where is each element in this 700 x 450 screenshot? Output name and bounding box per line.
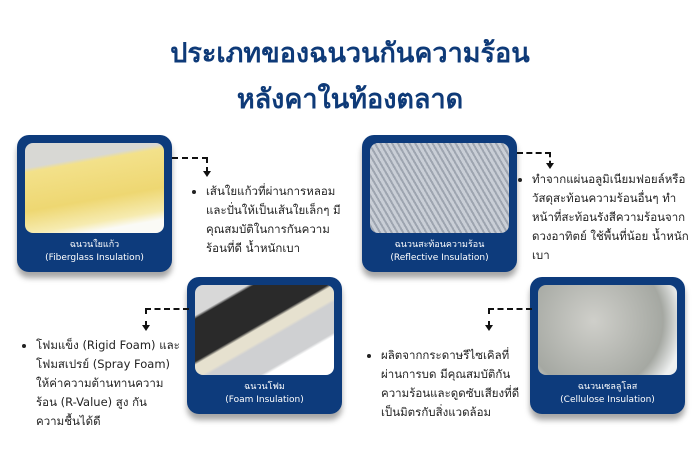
page-title-line2: หลังคาในท้องตลาด [236, 84, 464, 115]
card-title-th: ฉนวนโฟม [244, 382, 285, 392]
arrow-down-icon [203, 171, 211, 177]
arrow-down-icon [142, 325, 150, 331]
description-cellulose: ผลิตจากกระดาษรีไซเคิลที่ผ่านการบด มีคุณส… [365, 346, 530, 422]
connector [488, 308, 532, 327]
card-reflective: ฉนวนสะท้อนความร้อน (Reflective Insulation… [362, 135, 517, 272]
card-cellulose: ฉนวนเซลลูโลส (Cellulose Insulation) [530, 277, 685, 414]
connector [145, 308, 189, 327]
description-fiberglass: เส้นใยแก้วที่ผ่านการหลอมและปั่นให้เป็นเส… [190, 182, 350, 258]
card-title-th: ฉนวนใยแก้ว [69, 240, 120, 250]
arrow-down-icon [485, 325, 493, 331]
reflective-image [370, 143, 509, 233]
card-title-en: (Fiberglass Insulation) [45, 253, 144, 263]
foam-image [195, 285, 334, 375]
fiberglass-image [25, 143, 164, 233]
description-foam: โฟมแข็ง (Rigid Foam) และโฟมสเปรย์ (Spray… [20, 336, 180, 431]
card-fiberglass: ฉนวนใยแก้ว (Fiberglass Insulation) [17, 135, 172, 272]
card-title-en: (Foam Insulation) [225, 395, 304, 405]
card-title-en: (Cellulose Insulation) [560, 395, 655, 405]
connector [517, 152, 551, 166]
page-title-line1: ประเภทของฉนวนกันความร้อน [170, 38, 530, 69]
connector [172, 157, 208, 173]
card-title-th: ฉนวนเซลลูโลส [577, 382, 638, 392]
card-title-en: (Reflective Insulation) [390, 253, 489, 263]
card-title-th: ฉนวนสะท้อนความร้อน [394, 240, 485, 250]
card-foam: ฉนวนโฟม (Foam Insulation) [187, 277, 342, 414]
arrow-down-icon [546, 163, 554, 169]
cellulose-image [538, 285, 677, 375]
description-reflective: ทำจากแผ่นอลูมิเนียมฟอยล์หรือวัสดุสะท้อนค… [516, 170, 691, 265]
